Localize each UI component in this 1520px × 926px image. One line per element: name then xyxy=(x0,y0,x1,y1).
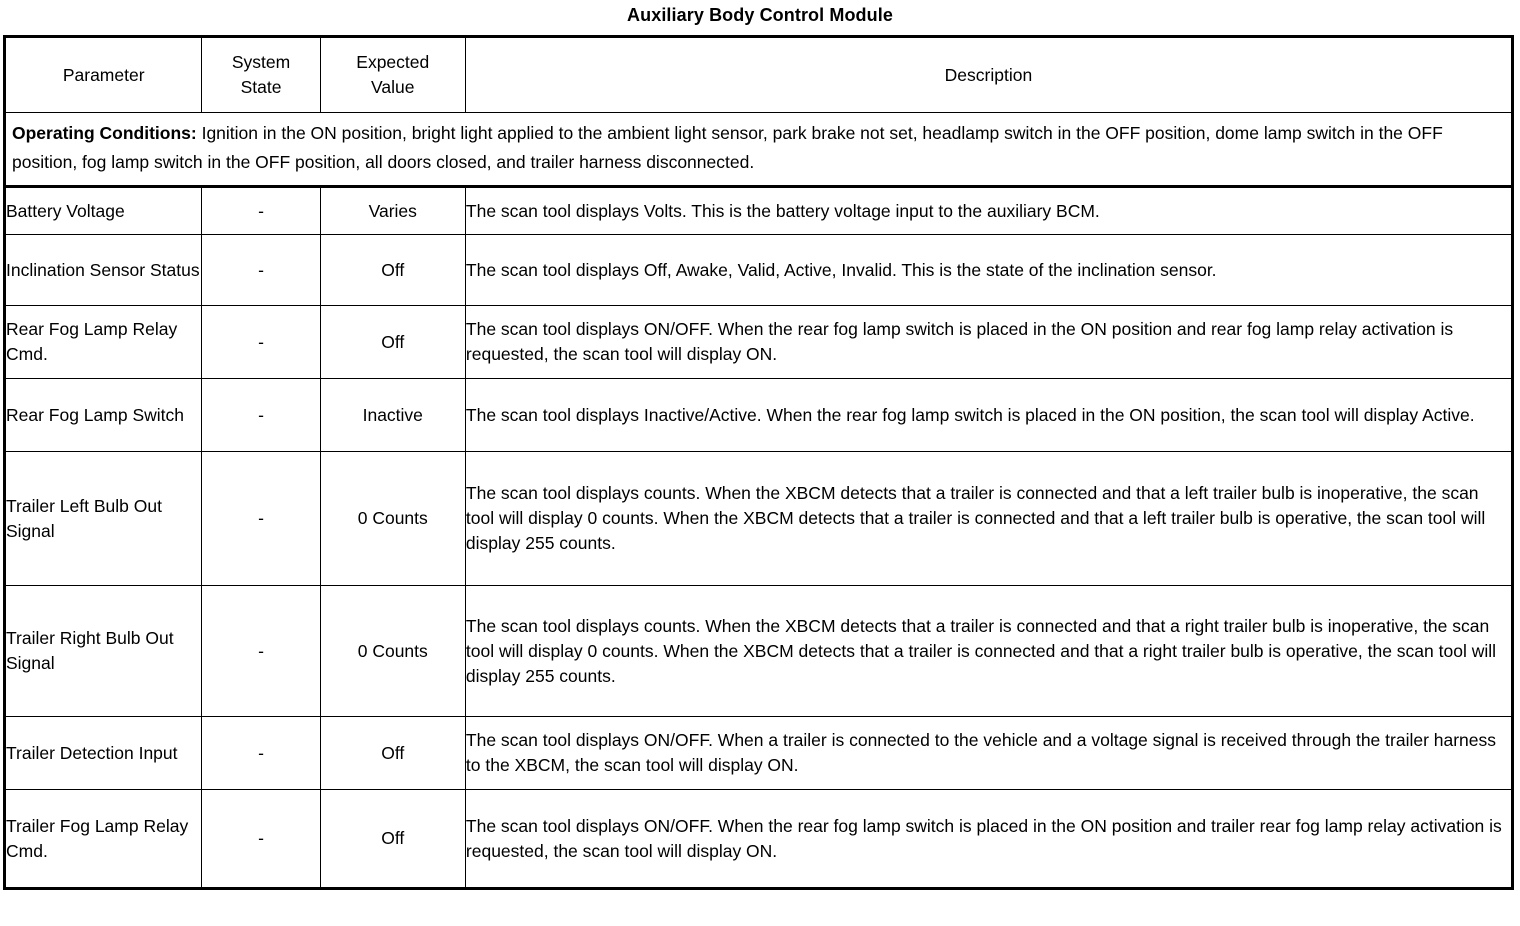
cell-description: The scan tool displays ON/OFF. When the … xyxy=(464,789,1514,889)
cell-parameter: Battery Voltage xyxy=(3,186,203,235)
table-row: Trailer Fog Lamp Relay Cmd. - Off The sc… xyxy=(3,789,1514,889)
column-header-system-state: System State xyxy=(201,36,321,113)
cell-expected-value: Inactive xyxy=(319,378,466,452)
cell-description: The scan tool displays counts. When the … xyxy=(464,585,1514,717)
cell-expected-value: Off xyxy=(319,789,466,889)
column-header-expected-value-line1: Expected xyxy=(356,52,430,72)
column-header-system-state-line2: State xyxy=(240,77,282,97)
table-body: Operating Conditions: Ignition in the ON… xyxy=(3,112,1514,889)
cell-expected-value: Off xyxy=(319,716,466,790)
cell-description: The scan tool displays ON/OFF. When a tr… xyxy=(464,716,1514,790)
cell-system-state: - xyxy=(201,186,321,235)
table-row: Battery Voltage - Varies The scan tool d… xyxy=(3,186,1514,235)
cell-parameter: Trailer Fog Lamp Relay Cmd. xyxy=(3,789,203,889)
table-row: Inclination Sensor Status - Off The scan… xyxy=(3,234,1514,306)
cell-parameter: Trailer Right Bulb Out Signal xyxy=(3,585,203,717)
cell-description: The scan tool displays counts. When the … xyxy=(464,451,1514,586)
cell-system-state: - xyxy=(201,234,321,306)
cell-expected-value: Off xyxy=(319,305,466,379)
table-row: Trailer Detection Input - Off The scan t… xyxy=(3,716,1514,790)
operating-conditions-cell: Operating Conditions: Ignition in the ON… xyxy=(4,112,1513,188)
cell-description: The scan tool displays Inactive/Active. … xyxy=(464,378,1514,452)
column-header-description: Description xyxy=(464,36,1514,113)
parameter-specification-table: Parameter System State Expected Value De… xyxy=(3,35,1514,890)
table-row: Rear Fog Lamp Relay Cmd. - Off The scan … xyxy=(3,305,1514,379)
column-header-expected-value: Expected Value xyxy=(319,36,466,113)
cell-system-state: - xyxy=(201,451,321,586)
cell-system-state: - xyxy=(201,585,321,717)
cell-system-state: - xyxy=(201,789,321,889)
cell-parameter: Rear Fog Lamp Switch xyxy=(3,378,203,452)
cell-system-state: - xyxy=(201,378,321,452)
cell-expected-value: 0 Counts xyxy=(319,585,466,717)
cell-parameter: Trailer Left Bulb Out Signal xyxy=(3,451,203,586)
table-row: Trailer Left Bulb Out Signal - 0 Counts … xyxy=(3,451,1514,586)
column-header-system-state-line1: System xyxy=(231,52,291,72)
table-header: Parameter System State Expected Value De… xyxy=(3,36,1514,113)
cell-parameter: Inclination Sensor Status xyxy=(3,234,203,306)
cell-parameter: Rear Fog Lamp Relay Cmd. xyxy=(3,305,203,379)
cell-parameter: Trailer Detection Input xyxy=(3,716,203,790)
cell-expected-value: 0 Counts xyxy=(319,451,466,586)
cell-description: The scan tool displays Off, Awake, Valid… xyxy=(464,234,1514,306)
table-row: Trailer Right Bulb Out Signal - 0 Counts… xyxy=(3,585,1514,717)
page-title: Auxiliary Body Control Module xyxy=(627,5,893,25)
operating-conditions-label: Operating Conditions: xyxy=(12,123,197,143)
cell-expected-value: Varies xyxy=(319,186,466,235)
column-header-expected-value-line2: Value xyxy=(371,77,415,97)
cell-description: The scan tool displays Volts. This is th… xyxy=(464,186,1514,235)
table-row: Rear Fog Lamp Switch - Inactive The scan… xyxy=(3,378,1514,452)
operating-conditions-row: Operating Conditions: Ignition in the ON… xyxy=(4,112,1513,188)
cell-expected-value: Off xyxy=(319,234,466,306)
column-header-parameter: Parameter xyxy=(3,36,203,113)
operating-conditions-text: Ignition in the ON position, bright ligh… xyxy=(12,123,1443,172)
cell-system-state: - xyxy=(201,716,321,790)
cell-description: The scan tool displays ON/OFF. When the … xyxy=(464,305,1514,379)
cell-system-state: - xyxy=(201,305,321,379)
table-header-row: Parameter System State Expected Value De… xyxy=(3,36,1514,113)
